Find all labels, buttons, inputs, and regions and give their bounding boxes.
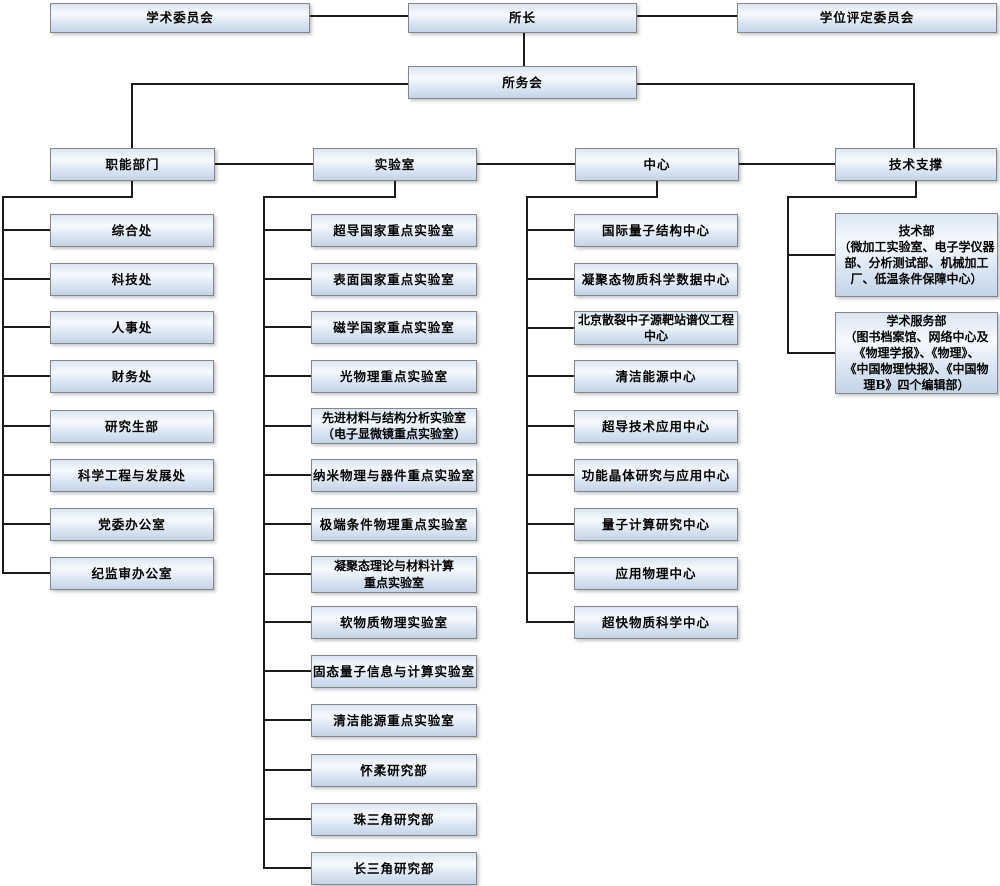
connector-line	[263, 573, 311, 575]
org-node-dept: 纪监审办公室	[50, 557, 214, 590]
org-node-center: 北京散裂中子源靶站谱仪工程 中心	[574, 311, 738, 345]
org-node-lab: 怀柔研究部	[311, 754, 477, 787]
org-node-dept: 综合处	[50, 214, 214, 247]
org-node-technical-support: 技术支撑	[835, 148, 997, 181]
connector-line	[215, 163, 313, 165]
org-node-centers: 中心	[575, 148, 739, 181]
org-node-functional-departments: 职能部门	[50, 148, 215, 181]
connector-line	[263, 769, 311, 771]
org-node-center: 超快物质科学中心	[574, 606, 738, 639]
connector-line	[263, 326, 311, 328]
connector-line	[263, 818, 311, 820]
connector-line	[526, 229, 574, 231]
org-node-lab: 极端条件物理重点实验室	[311, 508, 477, 541]
org-node-lab: 表面国家重点实验室	[311, 263, 477, 296]
connector-line	[263, 278, 311, 280]
connector-line	[263, 523, 311, 525]
org-node-lab: 长三角研究部	[311, 852, 477, 885]
connector-line	[2, 572, 50, 574]
connector-line	[637, 15, 737, 17]
org-node-lab: 清洁能源重点实验室	[311, 704, 477, 737]
connector-line	[637, 83, 915, 85]
connector-line	[656, 181, 658, 198]
connector-line	[2, 326, 50, 328]
connector-line	[131, 83, 133, 148]
connector-line	[787, 254, 835, 256]
connector-line	[263, 719, 311, 721]
connector-line	[263, 375, 311, 377]
connector-line	[263, 229, 311, 231]
connector-line	[526, 621, 574, 623]
connector-line	[787, 352, 835, 354]
connector-line	[263, 196, 396, 198]
connector-line	[2, 375, 50, 377]
org-node-dept: 科技处	[50, 263, 214, 296]
connector-line	[263, 621, 311, 623]
connector-line	[131, 83, 408, 85]
org-node-lab: 先进材料与结构分析实验室 （电子显微镜重点实验室）	[311, 408, 477, 444]
org-node-director: 所长	[408, 3, 637, 33]
connector-line	[310, 15, 408, 17]
org-node-lab: 纳米物理与器件重点实验室	[311, 459, 477, 492]
org-node-center: 清洁能源中心	[574, 360, 738, 393]
org-node-lab: 超导国家重点实验室	[311, 214, 477, 247]
org-node-center: 应用物理中心	[574, 557, 738, 590]
connector-line	[526, 196, 528, 623]
org-node-degree-committee: 学位评定委员会	[737, 3, 997, 33]
connector-line	[526, 327, 574, 329]
connector-line	[913, 83, 915, 148]
connector-line	[526, 523, 574, 525]
connector-line	[526, 278, 574, 280]
connector-line	[739, 163, 835, 165]
org-node-lab: 固态量子信息与计算实验室	[311, 655, 477, 688]
connector-line	[2, 425, 50, 427]
org-node-lab: 磁学国家重点实验室	[311, 311, 477, 344]
connector-line	[2, 196, 133, 198]
org-node-dept: 人事处	[50, 311, 214, 344]
connector-line	[526, 425, 574, 427]
connector-line	[526, 375, 574, 377]
org-node-dept: 财务处	[50, 360, 214, 393]
connector-line	[526, 196, 658, 198]
connector-line	[477, 163, 575, 165]
org-node-dept: 研究生部	[50, 410, 214, 443]
connector-line	[523, 33, 525, 66]
org-node-center: 功能晶体研究与应用中心	[574, 459, 738, 492]
connector-line	[263, 474, 311, 476]
org-node-lab: 珠三角研究部	[311, 803, 477, 836]
connector-line	[2, 196, 4, 574]
connector-line	[394, 181, 396, 198]
org-node-service-dept: 学术服务部 （图书档案馆、网络中心及 《物理学报》、《物理》、 《中国物理快报》…	[835, 312, 998, 394]
org-node-center: 量子计算研究中心	[574, 508, 738, 541]
org-node-dept: 党委办公室	[50, 508, 214, 541]
connector-line	[263, 425, 311, 427]
connector-line	[2, 278, 50, 280]
connector-line	[2, 523, 50, 525]
connector-line	[131, 181, 133, 198]
org-node-council: 所务会	[408, 66, 637, 99]
org-node-lab: 凝聚态理论与材料计算 重点实验室	[311, 556, 477, 593]
org-node-laboratories: 实验室	[313, 148, 477, 181]
org-node-tech-dept: 技术部 （微加工实验室、电子学仪器 部、分析测试部、机械加工 厂、低温条件保障中…	[835, 213, 998, 297]
connector-line	[915, 181, 917, 198]
org-node-center: 国际量子结构中心	[574, 214, 738, 247]
org-node-center: 凝聚态物质科学数据中心	[574, 263, 738, 296]
connector-line	[787, 196, 917, 198]
connector-line	[2, 229, 50, 231]
org-node-lab: 软物质物理实验室	[311, 606, 477, 639]
org-node-lab: 光物理重点实验室	[311, 360, 477, 393]
org-node-dept: 科学工程与发展处	[50, 459, 214, 492]
connector-line	[787, 196, 789, 354]
org-node-center: 超导技术应用中心	[574, 410, 738, 443]
connector-line	[263, 867, 311, 869]
org-node-academic-committee: 学术委员会	[50, 3, 310, 33]
connector-line	[2, 474, 50, 476]
connector-line	[526, 572, 574, 574]
connector-line	[263, 196, 265, 869]
connector-line	[263, 670, 311, 672]
connector-line	[526, 474, 574, 476]
